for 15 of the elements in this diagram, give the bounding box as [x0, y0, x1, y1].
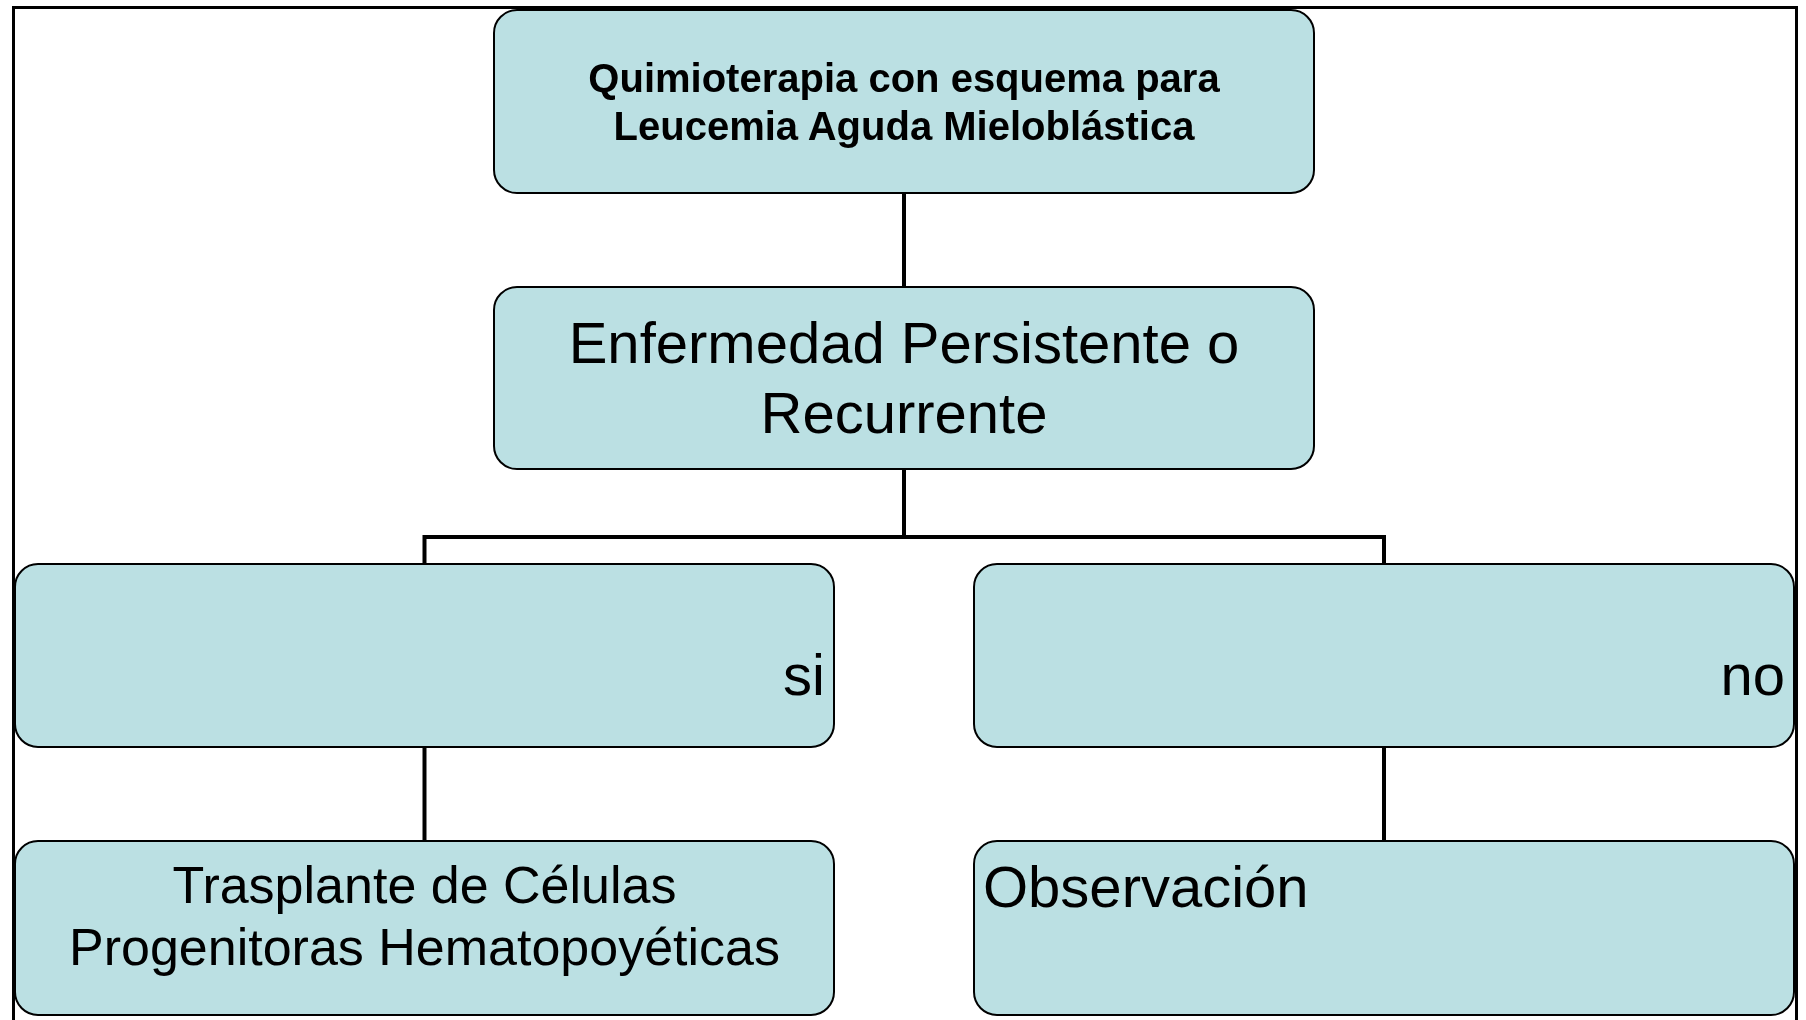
process-box [973, 840, 1795, 1016]
connector-line [1382, 748, 1386, 840]
process-box [493, 286, 1315, 470]
box-label: Trasplante de Células Progenitoras Hematopoyéticas [67, 855, 781, 979]
box-label: Enfermedad Persistente o Recurrente [567, 309, 1241, 447]
box-label: si [783, 641, 825, 710]
box-label: Observación [983, 853, 1309, 921]
process-box [973, 563, 1795, 748]
connector-line [422, 748, 427, 840]
process-box [493, 9, 1315, 194]
box-label: Quimioterapia con esquema para Leucemia Aguda Mieloblástica [587, 54, 1221, 150]
process-box [14, 840, 835, 1016]
connector-line [902, 194, 906, 286]
process-box [14, 563, 835, 748]
box-label: no [1720, 641, 1785, 710]
